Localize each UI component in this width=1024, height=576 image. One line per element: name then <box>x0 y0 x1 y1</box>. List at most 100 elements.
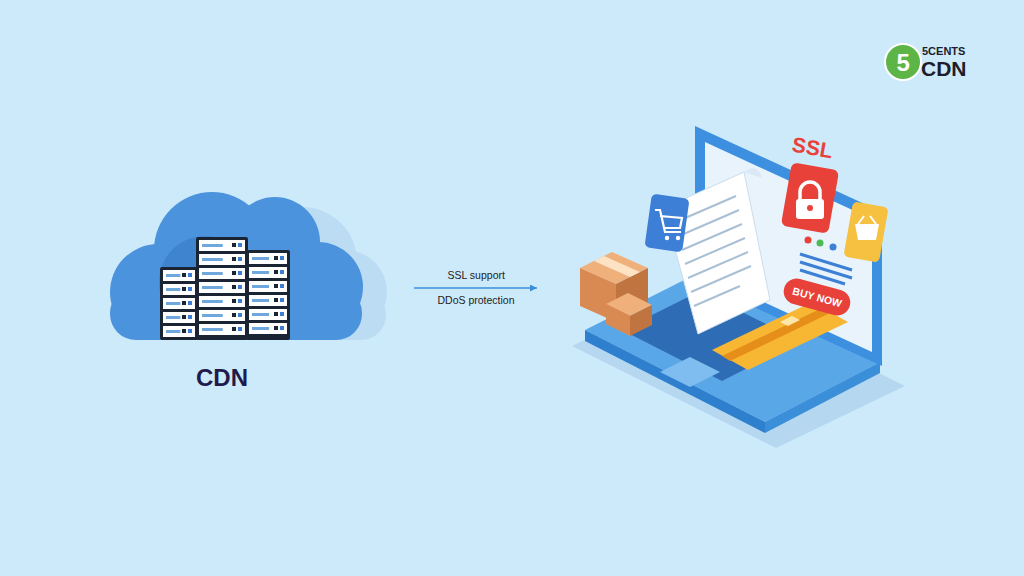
server-rack <box>249 309 287 320</box>
server-rack <box>238 299 242 303</box>
server-rack <box>280 256 284 260</box>
screen-dots <box>817 240 824 247</box>
server-rack <box>232 299 236 303</box>
edge-label: SSL support <box>448 269 505 281</box>
server-rack <box>252 285 269 288</box>
parcel-boxes <box>630 305 652 336</box>
server-rack <box>199 310 245 321</box>
server-rack <box>188 287 192 291</box>
server-rack <box>182 287 186 291</box>
server-rack <box>160 267 198 340</box>
server-rack <box>232 327 236 331</box>
logo-text: CDN <box>921 57 967 81</box>
server-rack <box>199 268 245 279</box>
server-rack <box>163 284 195 295</box>
cdn-cloud: CDN <box>104 190 414 400</box>
receipt <box>664 172 770 334</box>
server-rack <box>202 300 223 303</box>
cloud <box>110 192 363 340</box>
lock-icon <box>781 162 839 233</box>
basket-icon <box>858 216 876 224</box>
button-text: BUY NOW <box>791 285 843 310</box>
ssl-badge-text: SSL <box>790 133 834 164</box>
server-rack <box>202 314 223 317</box>
server-rack <box>274 284 278 288</box>
screen-dots <box>805 237 837 251</box>
server-rack <box>188 301 192 305</box>
server-rack <box>252 327 269 330</box>
server-rack <box>199 296 245 307</box>
edge-label: DDoS protection <box>438 294 515 306</box>
server-rack <box>199 282 245 293</box>
cart-icon <box>644 194 689 253</box>
server-rack <box>182 315 186 319</box>
basket-icon <box>843 201 888 262</box>
server-rack <box>280 312 284 316</box>
lock-icon <box>781 162 839 233</box>
server-rack <box>196 237 248 340</box>
basket-icon <box>843 201 888 262</box>
server-rack <box>252 299 269 302</box>
screen-dots <box>805 237 812 244</box>
cart-icon <box>655 210 682 232</box>
server-rack <box>280 326 284 330</box>
server-rack <box>232 285 236 289</box>
laptop <box>660 357 720 387</box>
server-rack <box>166 302 180 305</box>
server-rack <box>232 257 236 261</box>
receipt <box>744 168 762 178</box>
credit-card <box>722 308 830 361</box>
server-rack <box>274 326 278 330</box>
node-title: CDN <box>196 364 248 392</box>
screen-lines <box>800 254 852 284</box>
receipt <box>682 224 742 250</box>
laptop <box>765 362 880 433</box>
flow-arrow <box>414 287 537 289</box>
server-rack <box>202 258 223 261</box>
server-rack <box>249 253 287 264</box>
parcel-boxes <box>594 256 640 277</box>
server-rack <box>238 285 242 289</box>
laptop <box>572 126 905 448</box>
server-rack <box>199 324 245 335</box>
server-rack <box>232 271 236 275</box>
server-rack <box>249 281 287 292</box>
server-rack <box>188 315 192 319</box>
server-rack <box>249 295 287 306</box>
server-rack <box>274 312 278 316</box>
shop-laptop: SSL BUY NOW <box>537 120 900 450</box>
server-rack <box>238 257 242 261</box>
server-rack <box>252 257 269 260</box>
server-rack <box>238 271 242 275</box>
screen-dots <box>830 244 837 251</box>
server-rack <box>182 273 186 277</box>
server-rack <box>252 313 269 316</box>
server-rack <box>182 329 186 333</box>
cart-icon <box>665 236 669 240</box>
receipt <box>691 266 751 292</box>
server-rack <box>238 327 242 331</box>
parcel-boxes <box>580 252 652 336</box>
buy-button <box>781 276 853 319</box>
server-rack <box>202 244 223 247</box>
receipt <box>679 210 739 236</box>
server-rack <box>249 323 287 334</box>
lock-icon <box>796 199 824 219</box>
server-rack <box>274 298 278 302</box>
screen-lines <box>800 254 852 270</box>
server-rack <box>202 328 223 331</box>
server-rack <box>246 250 290 340</box>
server-rack <box>274 256 278 260</box>
server-rack <box>163 326 195 337</box>
server-rack <box>249 267 287 278</box>
server-rack <box>163 298 195 309</box>
server-rack <box>280 270 284 274</box>
server-rack <box>238 243 242 247</box>
receipt <box>694 286 740 306</box>
lock-icon <box>807 205 813 211</box>
cart-icon <box>644 194 689 253</box>
server-rack <box>163 270 195 281</box>
screen-lines <box>800 262 852 278</box>
